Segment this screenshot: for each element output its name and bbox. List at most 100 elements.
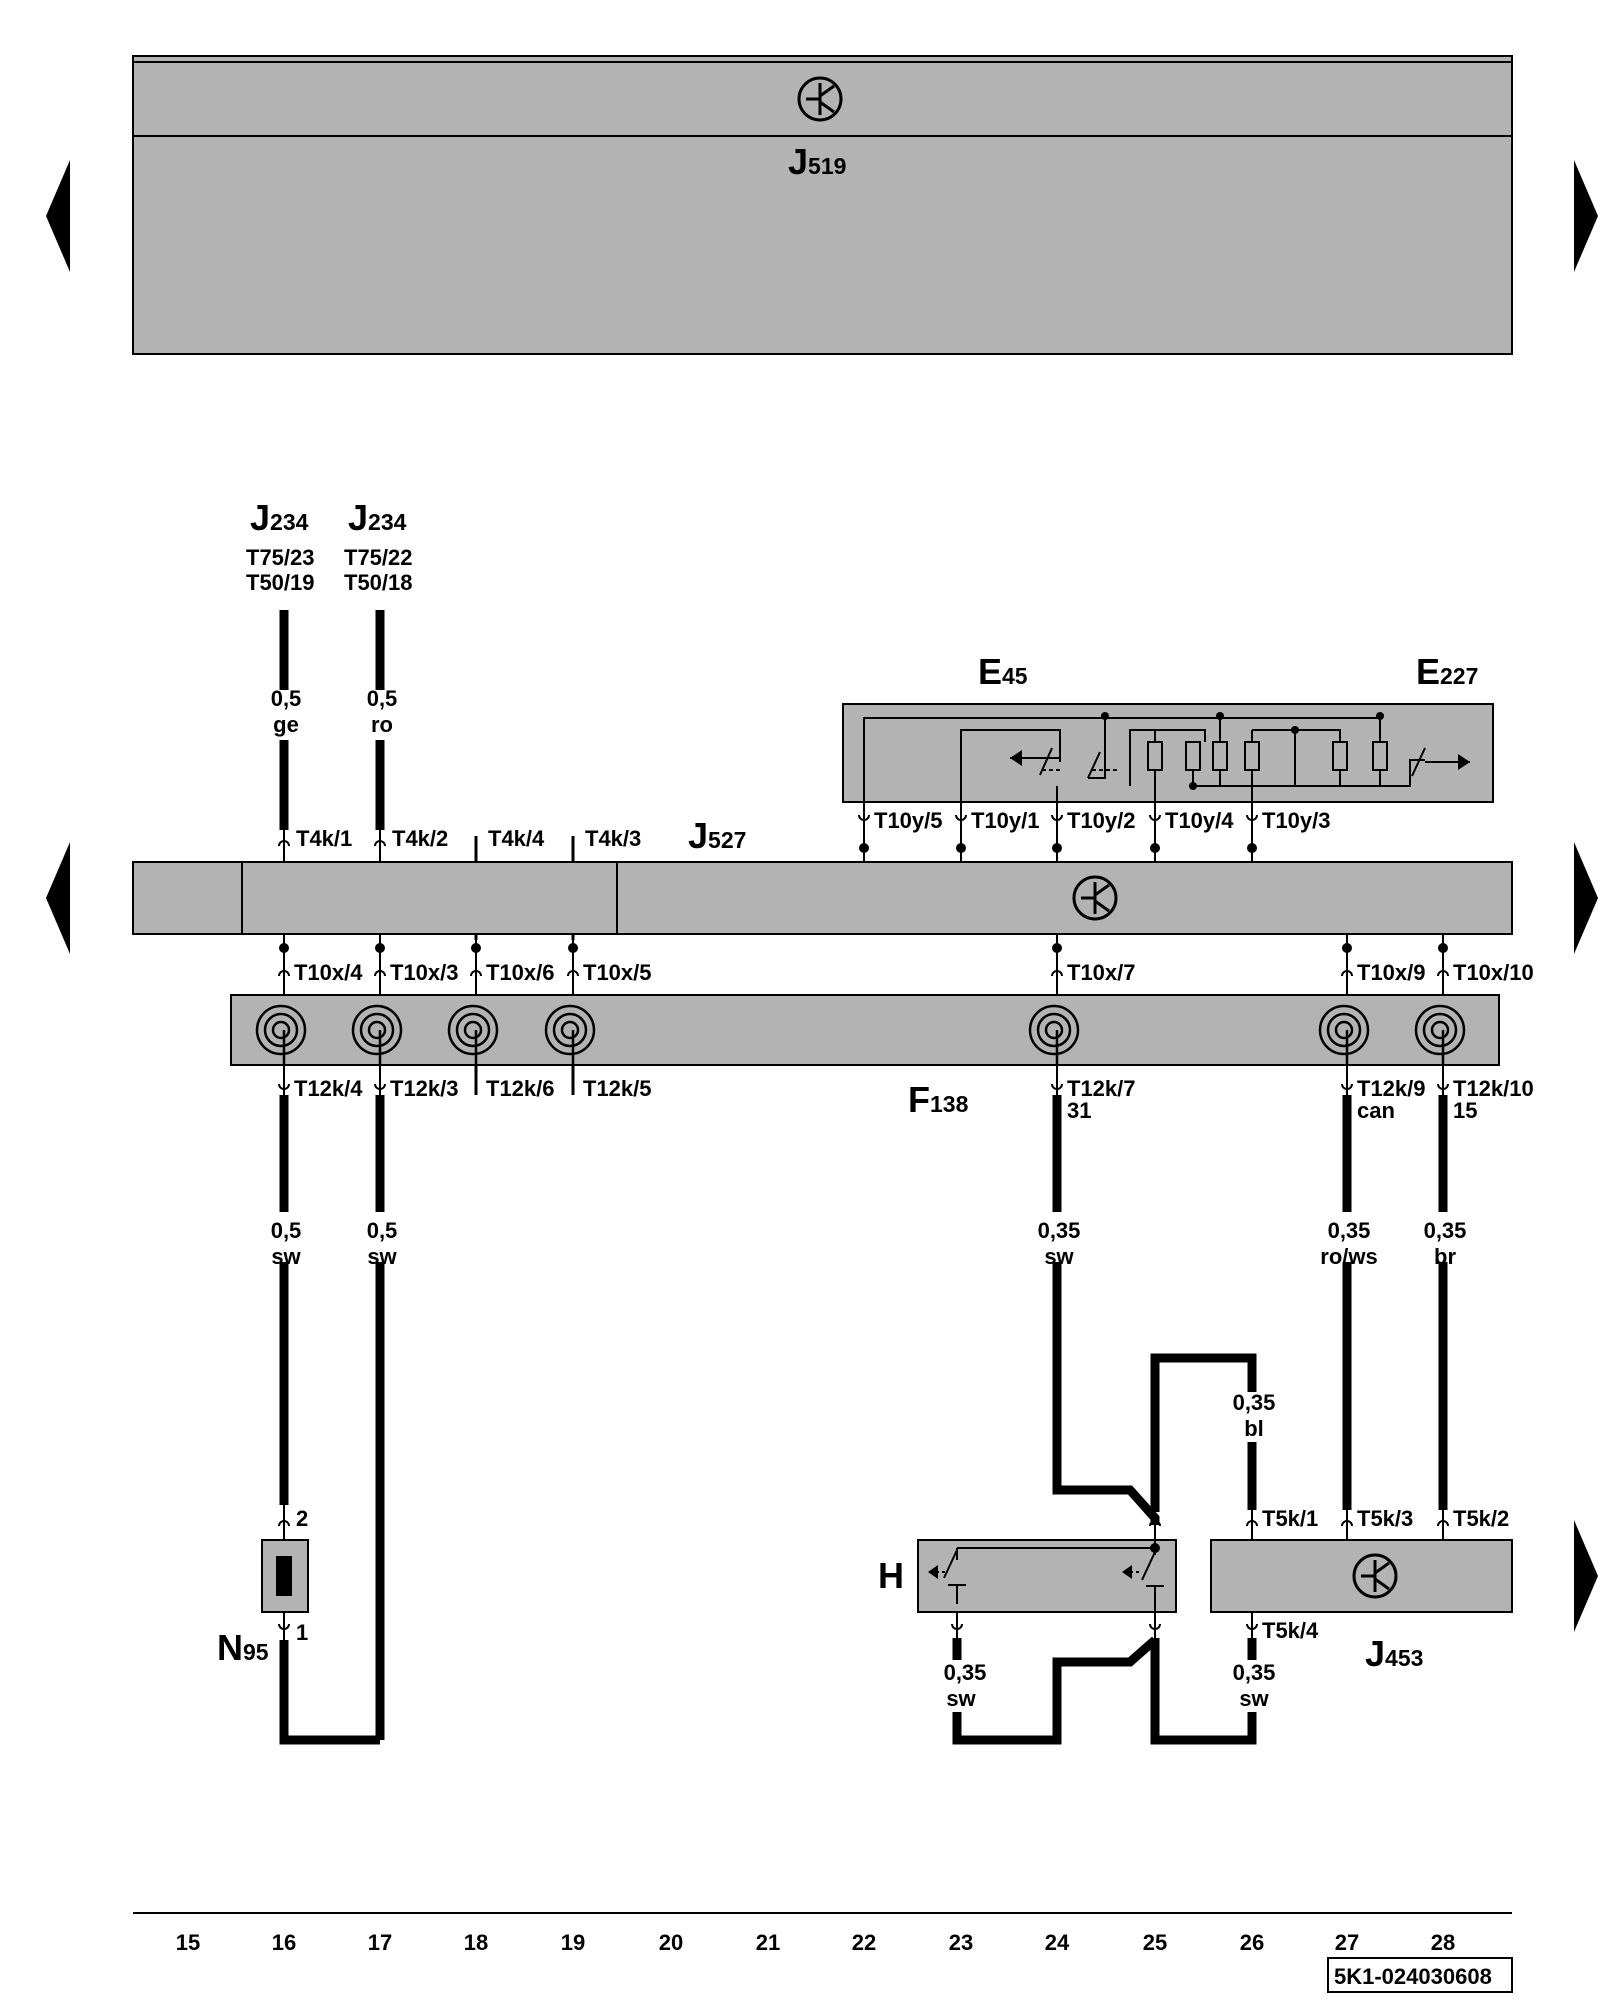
pin-t5k-2: T5k/2: [1453, 1506, 1509, 1531]
pin-t5k-1: T5k/1: [1262, 1506, 1318, 1531]
pin-t4k-4: T4k/4: [488, 826, 545, 851]
next-page-arrow-icon-top[interactable]: [1574, 160, 1598, 272]
wire-17-bottom-color: sw: [367, 1244, 397, 1269]
j453-electronic-symbol-icon: [1352, 1553, 1398, 1599]
footer-code-box: [1327, 1957, 1513, 1993]
wire-28-color: br: [1434, 1244, 1456, 1269]
t5k-connectors: [1149, 1510, 1449, 1540]
wire-24-color: sw: [1044, 1244, 1074, 1269]
j453-label: J453: [1365, 1633, 1423, 1674]
wire-28-size: 0,35: [1424, 1218, 1467, 1243]
pin-t10y-2: T10y/2: [1067, 808, 1136, 833]
pin-t10x-9: T10x/9: [1357, 960, 1426, 985]
e45-label: E45: [978, 651, 1028, 692]
wire-24-size: 0,35: [1038, 1218, 1081, 1243]
pin-t5k-3: T5k/3: [1357, 1506, 1413, 1531]
h-switch-component: [917, 1539, 1177, 1613]
n95-label: N95: [217, 1627, 269, 1668]
wire-23-bottom: [952, 1636, 1158, 1745]
column-number: 17: [368, 1930, 392, 1955]
wire-27-color: ro/ws: [1320, 1244, 1377, 1269]
h-label: H: [878, 1555, 904, 1596]
j527-electronic-symbol-icon: [1072, 875, 1118, 921]
pin-t12k-7: T12k/7: [1067, 1076, 1136, 1101]
pin-t12k-10: T12k/10: [1453, 1076, 1534, 1101]
wire-26-bottom: [1150, 1638, 1257, 1745]
pin-t12k-4: T12k/4: [294, 1076, 363, 1101]
j527-module: [132, 861, 1513, 935]
column-number: 24: [1045, 1930, 1070, 1955]
prev-page-arrow-icon-mid[interactable]: [46, 842, 70, 954]
j234-b-pin-1: T75/22: [344, 545, 413, 570]
column-number: 28: [1431, 1930, 1455, 1955]
column-number: 20: [659, 1930, 683, 1955]
f138-spring-contact-icons: [255, 1004, 1466, 1064]
pin-t10x-4: T10x/4: [294, 960, 363, 985]
j519-label: J519: [788, 141, 846, 182]
column-number: 19: [561, 1930, 585, 1955]
j234-label-b: J234: [348, 497, 407, 538]
wire-16-bottom-size: 0,5: [271, 1218, 302, 1243]
f138-label: F138: [908, 1079, 969, 1120]
wire-24: [1052, 1095, 1160, 1525]
t12k-connectors: [278, 1065, 1449, 1095]
pin-t10y-4: T10y/4: [1165, 808, 1234, 833]
pin-t4k-2: T4k/2: [392, 826, 448, 851]
wire-16-top-color: ge: [273, 712, 299, 737]
wire-17-top-color: ro: [371, 712, 393, 737]
j527-label: J527: [688, 815, 746, 856]
column-number: 21: [756, 1930, 780, 1955]
wire-16-top-size: 0,5: [271, 686, 302, 711]
pin-n95-2: 2: [296, 1506, 308, 1531]
column-number: 23: [949, 1930, 973, 1955]
column-number: 25: [1143, 1930, 1167, 1955]
pin-t10x-3: T10x/3: [390, 960, 459, 985]
wire-27-size: 0,35: [1328, 1218, 1371, 1243]
prev-page-arrow-icon-top[interactable]: [46, 160, 70, 272]
wire-26-bl-color: bl: [1244, 1416, 1264, 1441]
pin-t10y-1: T10y/1: [971, 808, 1040, 833]
h-box: [917, 1539, 1177, 1613]
j234-label-a: J234: [250, 497, 309, 538]
j453-module: [1210, 1539, 1513, 1613]
pin-n95-1: 1: [296, 1620, 308, 1645]
j234-a-pin-1: T75/23: [246, 545, 315, 570]
column-number: 26: [1240, 1930, 1264, 1955]
wire-23-bottom-size: 0,35: [944, 1660, 987, 1685]
pin-t12k-6: T12k/6: [486, 1076, 555, 1101]
next-page-arrow-icon-mid[interactable]: [1574, 842, 1598, 954]
wire-26-bl-size: 0,35: [1233, 1390, 1276, 1415]
j234-a-pin-2: T50/19: [246, 570, 315, 595]
column-numbers: 15 16 17 18 19 20 21 22 23 24 25 26 27 2…: [176, 1930, 1455, 1955]
pin-t10x-10: T10x/10: [1453, 960, 1534, 985]
f138-module: [230, 994, 1500, 1066]
j519-box: [132, 55, 1513, 355]
terminal-31: 31: [1067, 1098, 1091, 1123]
column-number: 18: [464, 1930, 488, 1955]
column-number: 15: [176, 1930, 200, 1955]
footer-code: 5K1-024030608: [1334, 1964, 1492, 1989]
t10x-connectors: [278, 934, 1449, 995]
j519-module: J519: [132, 55, 1513, 355]
wire-17-bottom: [279, 1095, 385, 1745]
pin-t10x-5: T10x/5: [583, 960, 652, 985]
column-number: 22: [852, 1930, 876, 1955]
pin-t10y-5: T10y/5: [874, 808, 943, 833]
j234-b-pin-2: T50/18: [344, 570, 413, 595]
wire-26-bottom-color: sw: [1239, 1686, 1269, 1711]
pin-t4k-1: T4k/1: [296, 826, 352, 851]
wire-16-bottom-color: sw: [271, 1244, 301, 1269]
e45-e227-module: [842, 703, 1494, 808]
pin-t10x-6: T10x/6: [486, 960, 555, 985]
wire-17-top-size: 0,5: [367, 686, 398, 711]
f138-box: [230, 994, 1500, 1066]
column-number: 16: [272, 1930, 296, 1955]
pin-t12k-9: T12k/9: [1357, 1076, 1426, 1101]
pin-t12k-3: T12k/3: [390, 1076, 459, 1101]
j519-electronic-symbol-icon: [797, 76, 843, 122]
t10y-connectors: [858, 808, 1258, 862]
wire-26-bl: [1150, 1353, 1257, 1512]
next-page-arrow-icon-bottom[interactable]: [1574, 1520, 1598, 1632]
wire-26-bottom-size: 0,35: [1233, 1660, 1276, 1685]
